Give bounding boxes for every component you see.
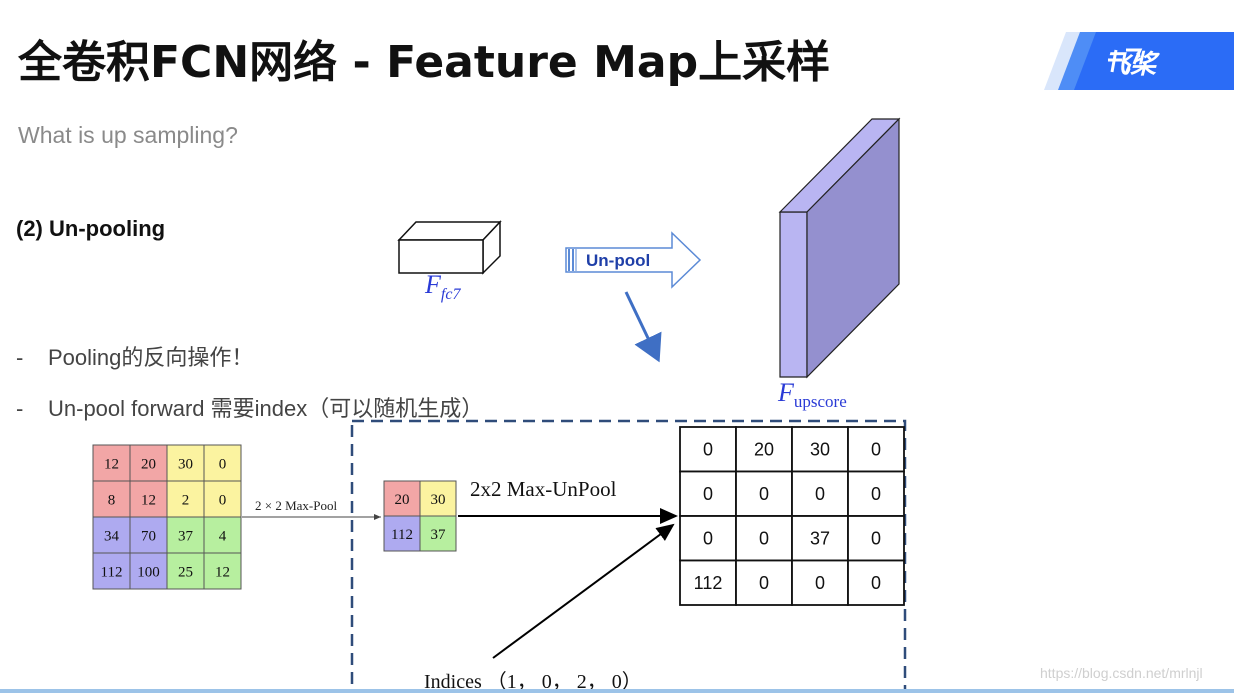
input-grid-value: 20: [141, 456, 156, 472]
indices-arrow: [492, 523, 675, 659]
input-grid-cell: [166, 552, 205, 590]
watermark: https://blog.csdn.net/mrlnjl: [1040, 665, 1203, 681]
output-grid-value: 20: [754, 440, 774, 460]
output-grid-value: 0: [703, 529, 713, 549]
bullet-item: -Pooling的反向操作！: [16, 340, 253, 372]
output-grid-value: 0: [703, 484, 713, 504]
output-grid-value: 112: [694, 573, 723, 593]
input-grid-cell: [92, 480, 131, 518]
input-grid-value: 30: [178, 456, 193, 472]
input-grid-cell: [203, 552, 242, 590]
bullet-dash: -: [16, 396, 24, 421]
pooled-grid-value: 20: [395, 492, 410, 508]
output-grid-cell: [679, 515, 737, 562]
bottom-divider: [0, 689, 1234, 693]
output-grid-value: 0: [871, 440, 881, 460]
output-grid-value: 0: [815, 573, 825, 593]
fc7-label: Ffc7: [425, 270, 461, 304]
paddle-logo-icon: [1108, 48, 1143, 75]
output-grid-cell: [847, 470, 905, 517]
upscore-label: Fupscore: [778, 378, 847, 411]
input-grid-value: 112: [101, 564, 123, 580]
output-grid-cell: [791, 559, 849, 606]
section-title: (2) Un-pooling: [16, 216, 166, 241]
output-grid-cell: [735, 426, 793, 473]
bullet-text: Pooling的反向操作！: [48, 345, 254, 370]
input-grid-value: 12: [215, 564, 230, 580]
maxunpool-label: 2x2 Max-UnPool: [470, 477, 617, 501]
output-grid-cell: [791, 515, 849, 562]
output-grid-value: 0: [871, 484, 881, 504]
bullet-text: Un-pool forward 需要index（可以随机生成）: [48, 396, 484, 421]
output-grid-cell: [847, 426, 905, 473]
output-grid-value: 0: [759, 529, 769, 549]
output-grid-value: 30: [810, 440, 830, 460]
input-grid-value: 37: [178, 528, 194, 544]
input-grid-value: 34: [104, 528, 120, 544]
input-grid-cell: [203, 444, 242, 482]
output-grid-value: 0: [759, 484, 769, 504]
input-grid-cell: [129, 480, 168, 518]
unpool-label: Un-pool: [586, 251, 650, 270]
output-grid-cell: [679, 470, 737, 517]
bullet-dash: -: [16, 345, 24, 370]
dashed-region: [350, 419, 907, 693]
page-title: 全卷积FCN网络 - Feature Map上采样: [18, 37, 831, 88]
logo-banner: [1044, 32, 1234, 90]
indices-label: Indices （1， 0， 2， 0）: [424, 670, 642, 693]
bullet-item: -Un-pool forward 需要index（可以随机生成）: [16, 391, 483, 423]
input-grid-value: 25: [178, 564, 193, 580]
input-grid-value: 70: [141, 528, 156, 544]
output-grid-value: 0: [815, 484, 825, 504]
logo-text: 飞桨: [1104, 50, 1157, 80]
arrow-down-icon: [624, 291, 662, 363]
output-grid-cell: [735, 470, 793, 517]
input-grid-cell: [203, 480, 242, 518]
subtitle: What is up sampling?: [18, 122, 238, 148]
upscore-slab: [778, 117, 901, 379]
input-grid-value: 100: [137, 564, 160, 580]
input-grid-cell: [166, 444, 205, 482]
unpool-arrow: [565, 231, 702, 289]
output-grid-cell: [735, 559, 793, 606]
input-grid-value: 12: [141, 492, 156, 508]
input-grid-value: 0: [219, 492, 227, 508]
output-grid-value: 37: [810, 529, 830, 549]
pooled-grid: 20 30 112 37: [383, 480, 457, 552]
input-grid-cell: [129, 552, 168, 590]
pooled-grid-value: 112: [391, 527, 413, 543]
input-grid-value: 8: [108, 492, 116, 508]
output-grid-value: 0: [703, 440, 713, 460]
output-grid-value: 0: [871, 529, 881, 549]
pooled-grid-value: 30: [431, 492, 446, 508]
input-grid-value: 4: [219, 528, 227, 544]
input-grid-value: 2: [182, 492, 190, 508]
pooled-grid-cell: [419, 515, 457, 552]
input-grid-value: 12: [104, 456, 119, 472]
input-grid-value: 0: [219, 456, 227, 472]
input-grid-cell: [92, 552, 131, 590]
pooled-grid-value: 37: [431, 527, 447, 543]
input-grid-cell: [166, 516, 205, 554]
output-grid-cell: [847, 559, 905, 606]
output-grid-cell: [679, 559, 737, 606]
output-grid-value: 0: [759, 573, 769, 593]
input-grid-cell: [92, 516, 131, 554]
output-grid-value: 0: [871, 573, 881, 593]
output-grid: 0 20 30 0 0 0 0 0 0 0 37 0 112 0 0 0: [679, 426, 905, 606]
maxpool-label: 2 × 2 Max-Pool: [255, 498, 337, 513]
fc7-box: [397, 220, 502, 275]
